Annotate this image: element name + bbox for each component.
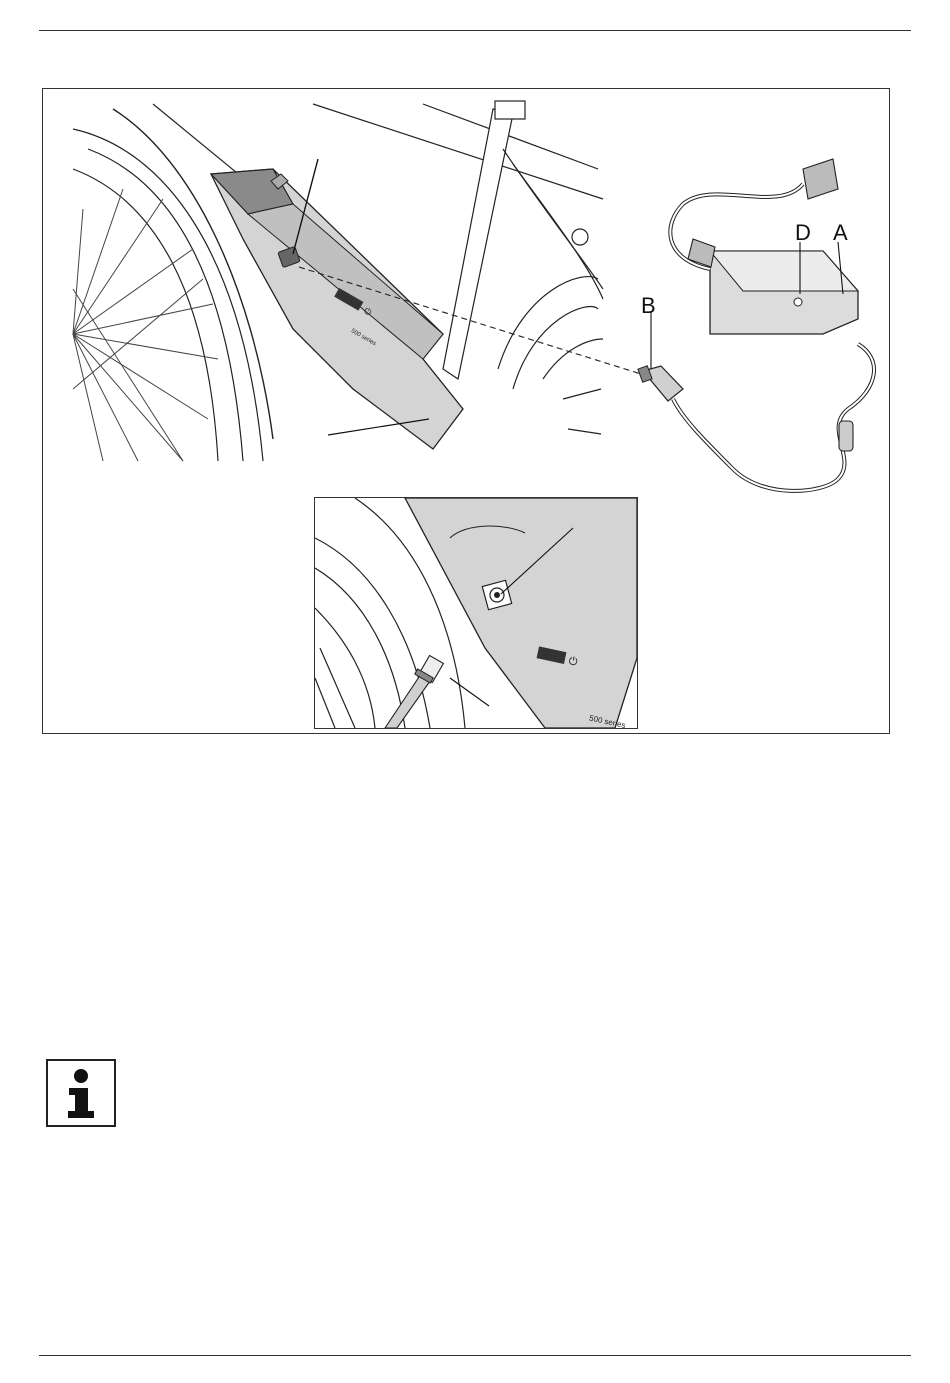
header-rule bbox=[39, 30, 911, 31]
callout-d: D bbox=[795, 222, 811, 244]
charging-illustration: ⏻ 500 series bbox=[42, 88, 890, 734]
inset-drawing: ⏻ 500 series bbox=[315, 498, 637, 728]
callout-b: B bbox=[641, 295, 656, 317]
charger-unit bbox=[710, 251, 858, 334]
battery-pack: ⏻ 500 series bbox=[211, 169, 463, 449]
info-note-box bbox=[46, 1059, 116, 1127]
info-icon bbox=[48, 1061, 114, 1125]
charger-plug bbox=[638, 366, 683, 401]
inset-detail: ⏻ 500 series bbox=[314, 497, 638, 729]
callout-a: A bbox=[833, 222, 848, 244]
footer-rule bbox=[39, 1355, 911, 1356]
